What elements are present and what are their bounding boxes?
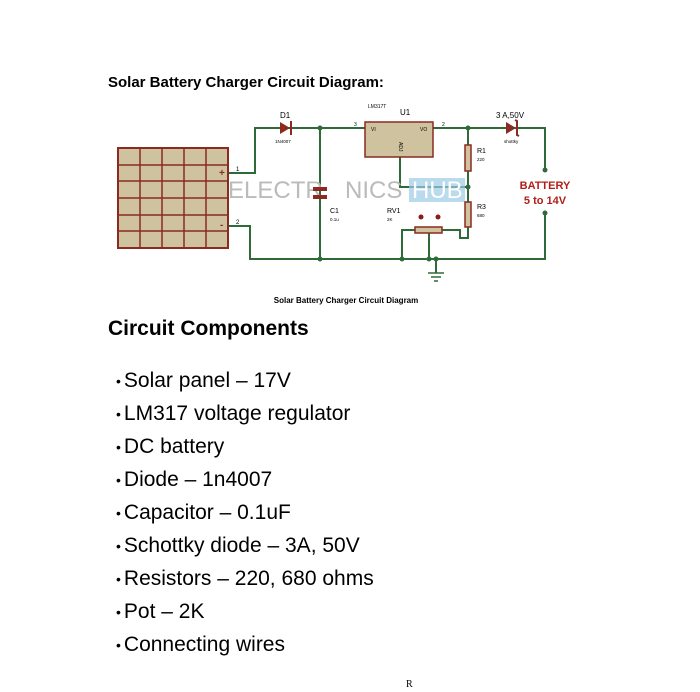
schottky-part: shottky <box>504 139 519 144</box>
r3-label: R3 <box>477 204 486 211</box>
r3-value: 680 <box>477 213 485 218</box>
capacitor-c1-icon <box>313 187 327 199</box>
section-heading: Circuit Components <box>108 317 309 340</box>
list-item: •Pot – 2K <box>116 600 205 623</box>
watermark-hub: HUB <box>412 177 463 204</box>
vo-label: VO <box>420 127 427 133</box>
list-item: •Resistors – 220, 680 ohms <box>116 567 374 590</box>
junction-dots <box>317 125 548 262</box>
pin-plus: + <box>219 168 225 179</box>
components-list: •Solar panel – 17V •LM317 voltage regula… <box>116 367 374 664</box>
u1-label: U1 <box>400 108 411 117</box>
d1-part: 1N4007 <box>275 139 291 144</box>
schottky-rating: 3 A,50V <box>496 111 525 120</box>
diagram-caption: Solar Battery Charger Circuit Diagram <box>274 296 419 305</box>
solar-panel <box>117 147 229 249</box>
page-title: Solar Battery Charger Circuit Diagram: <box>108 74 384 91</box>
pot-terminal <box>435 214 441 220</box>
pin-3: 3 <box>354 122 357 128</box>
resistor-r1 <box>464 144 472 172</box>
watermark-electr: ELECTR <box>228 177 323 204</box>
resistor-r3 <box>464 201 472 228</box>
pin-2: 2 <box>442 122 445 128</box>
c1-label: C1 <box>330 208 339 215</box>
wires <box>228 127 546 273</box>
list-item: •Diode – 1n4007 <box>116 468 273 491</box>
list-item: •Schottky diode – 3A, 50V <box>116 534 360 557</box>
pin-1: 1 <box>236 167 240 173</box>
list-item: •LM317 voltage regulator <box>116 402 351 425</box>
pin-minus: - <box>220 220 223 231</box>
r1-label: R1 <box>477 148 486 155</box>
ground-symbol <box>428 272 444 282</box>
list-item: •Capacitor – 0.1uF <box>116 501 291 524</box>
rv1-label: RV1 <box>387 208 401 215</box>
list-item: •DC battery <box>116 435 225 458</box>
u1-part: LM317T <box>368 104 386 110</box>
pot-terminal <box>418 214 424 220</box>
battery-range: 5 to 14V <box>524 195 567 207</box>
footer-mark: R <box>406 679 413 690</box>
pin-2-panel: 2 <box>236 220 240 226</box>
list-item: •Connecting wires <box>116 633 285 656</box>
regulator-u1 <box>364 121 434 158</box>
adj-label: ADJ <box>397 142 403 152</box>
diode-d1-icon <box>280 121 292 135</box>
list-item: •Solar panel – 17V <box>116 369 291 392</box>
battery-label: BATTERY <box>520 180 571 192</box>
d1-label: D1 <box>280 111 291 120</box>
schottky-diode-icon <box>506 119 520 137</box>
watermark-hub-box <box>409 178 465 202</box>
rv1-value: 2K <box>387 217 393 222</box>
circuit-diagram: + - 1 2 ELECTR NICS HUB D1 1N4007 LM317T… <box>117 104 571 305</box>
c1-value: 0.1u <box>330 217 339 222</box>
r1-value: 220 <box>477 157 485 162</box>
potentiometer-rv1 <box>414 226 443 234</box>
watermark-nics: NICS <box>345 177 402 204</box>
vi-label: VI <box>371 127 376 133</box>
